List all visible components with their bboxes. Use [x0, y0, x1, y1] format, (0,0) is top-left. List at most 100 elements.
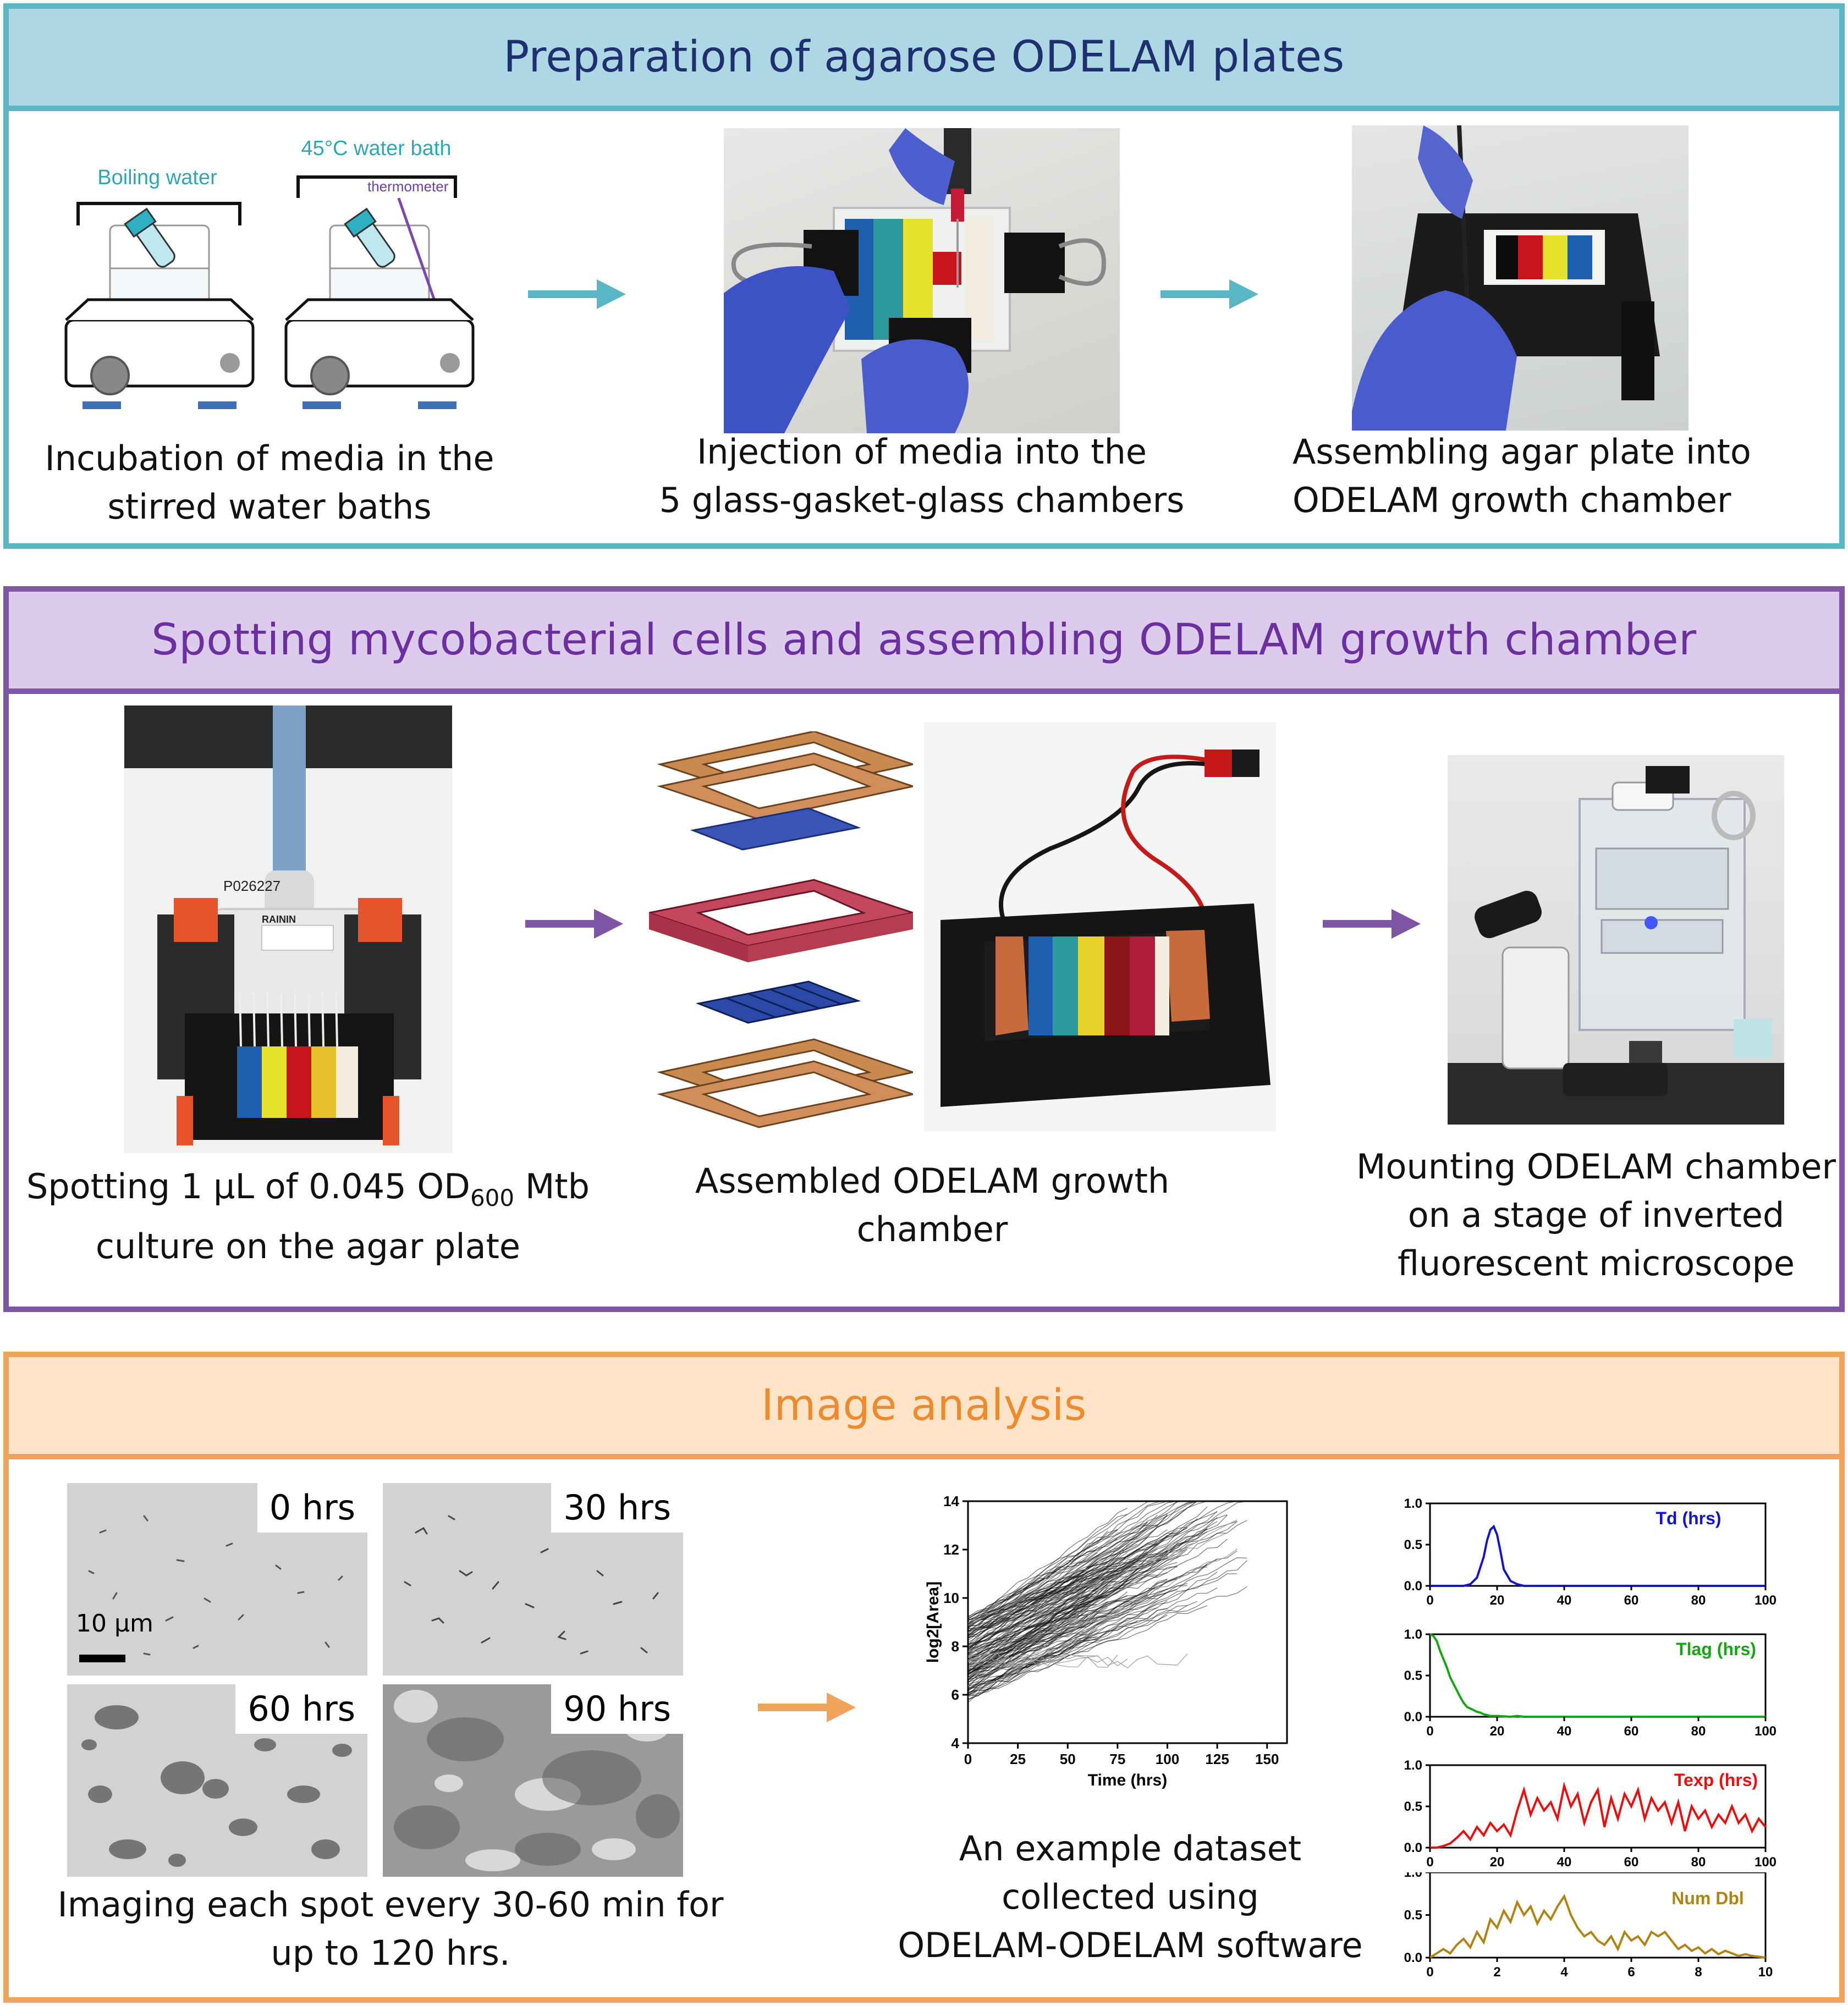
distribution-line — [1430, 1781, 1767, 1849]
water-bath-illustration: Boiling water 45°C water bath thermomete… — [64, 137, 475, 409]
td-chart-title: Td (hrs) — [1656, 1508, 1721, 1528]
caption-incubation: Incubation of media in the stirred water… — [45, 438, 494, 527]
growth-curve-line — [967, 1501, 1218, 1646]
small-y-tick-label: 0.0 — [1404, 1950, 1422, 1965]
small-y-tick-label: 0.0 — [1404, 1840, 1422, 1855]
small-plot-frame — [1429, 1872, 1767, 1959]
right-beaker — [284, 197, 475, 409]
growth-curve-line — [967, 1530, 1108, 1625]
growth-curve-line — [967, 1519, 1238, 1652]
growth-curve-line — [967, 1580, 1138, 1679]
growth-curve-line — [967, 1513, 1168, 1627]
water-bath-label: 45°C water bath — [301, 137, 452, 160]
growth-curve-line — [967, 1654, 1118, 1668]
growth-curve-line — [967, 1579, 1168, 1678]
growth-curve-line — [967, 1501, 1178, 1621]
main-ylabel: log2[Area] — [924, 1581, 942, 1663]
panel-image-analysis-header: Image analysis — [3, 1352, 1845, 1459]
small-x-tick-label: 40 — [1557, 1593, 1572, 1608]
gasket-frame-layer — [649, 879, 913, 962]
small-y-tick-label: 0.5 — [1404, 1799, 1422, 1814]
growth-curve-line — [967, 1529, 1118, 1629]
small-x-tick-label: 100 — [1755, 1593, 1777, 1608]
small-x-tick-label: 100 — [1755, 1855, 1777, 1870]
growth-curve-line — [967, 1635, 1098, 1680]
arrow-right-icon — [1323, 909, 1421, 939]
small-y-tick-label: 0.0 — [1404, 1710, 1422, 1724]
small-x-tick-label: 80 — [1691, 1855, 1706, 1870]
top-frame-layer — [657, 731, 913, 820]
caption-mounting: Mounting ODELAM chamber on a stage of in… — [1356, 1147, 1836, 1283]
growth-curve-line — [967, 1533, 1228, 1633]
arrow-right-icon — [528, 279, 626, 309]
growth-curve-line — [967, 1519, 1148, 1626]
small-x-tick-label: 80 — [1691, 1724, 1706, 1739]
small-x-tick-label: 60 — [1624, 1724, 1639, 1739]
panel-preparation-title: Preparation of agarose ODELAM plates — [503, 32, 1345, 82]
growth-curve-line — [967, 1578, 1178, 1678]
growth-curve-line — [967, 1501, 1228, 1645]
growth-curve-line — [967, 1522, 1148, 1618]
scale-bar — [79, 1655, 125, 1662]
small-x-tick-label: 8 — [1695, 1965, 1702, 1980]
small-y-tick-label: 0.5 — [1404, 1908, 1422, 1923]
main-plot-frame — [967, 1500, 1288, 1744]
thermometer-label: thermometer — [367, 178, 449, 195]
time-label-30hrs: 30 hrs — [551, 1483, 683, 1533]
small-y-tick-label: 1.0 — [1404, 1758, 1422, 1773]
pipette-brand: RAININ — [262, 914, 296, 925]
panel-preparation-header: Preparation of agarose ODELAM plates — [3, 3, 1845, 111]
growth-curve-line — [967, 1514, 1228, 1621]
small-x-tick-label: 2 — [1493, 1965, 1500, 1980]
panel-spotting-title: Spotting mycobacterial cells and assembl… — [151, 615, 1697, 665]
micrograph-30hrs: 30 hrs — [383, 1483, 683, 1676]
arrow-right-icon — [525, 909, 623, 939]
growth-curve-line — [967, 1605, 1187, 1683]
small-x-tick-label: 0 — [1426, 1855, 1433, 1870]
main-y-tick-label: 6 — [952, 1687, 959, 1703]
main-series-lines — [967, 1501, 1247, 1703]
small-x-tick-label: 40 — [1557, 1724, 1572, 1739]
small-x-tick-label: 0 — [1426, 1965, 1433, 1980]
main-y-tick-label: 14 — [943, 1493, 959, 1509]
time-label-60hrs: 60 hrs — [235, 1684, 367, 1734]
small-x-tick-label: 100 — [1755, 1724, 1777, 1739]
main-y-tick-label: 8 — [952, 1638, 959, 1655]
growth-curve-line — [967, 1501, 1238, 1650]
distribution-line — [1430, 1524, 1766, 1587]
boiling-water-label: Boiling water — [97, 166, 217, 189]
assembled-chamber-photo — [924, 722, 1276, 1132]
growth-curve-line — [967, 1587, 1108, 1670]
small-x-tick-label: 80 — [1691, 1593, 1706, 1608]
numdbl-chart-title: Num Dbl — [1671, 1888, 1744, 1908]
main-y-tick-label: 12 — [943, 1541, 959, 1558]
main-xlabel: Time (hrs) — [1088, 1771, 1167, 1789]
small-x-tick-label: 0 — [1426, 1593, 1433, 1608]
growth-curve-line — [967, 1547, 1187, 1647]
small-x-tick-label: 6 — [1627, 1965, 1635, 1980]
small-x-tick-label: 60 — [1624, 1855, 1639, 1870]
pipette-label: P026227 — [223, 878, 280, 894]
time-label-90hrs: 90 hrs — [551, 1684, 683, 1734]
panel-spotting-header: Spotting mycobacterial cells and assembl… — [3, 586, 1845, 694]
growth-curve-line — [967, 1588, 1098, 1655]
growth-curve-line — [967, 1586, 1247, 1691]
tlag-chart-title: Tlag (hrs) — [1676, 1639, 1756, 1659]
distribution-line — [1429, 1893, 1766, 1959]
growth-curve-line — [967, 1526, 1188, 1639]
main-x-tick-label: 25 — [1010, 1751, 1026, 1767]
arrow-right-icon — [758, 1693, 856, 1722]
small-x-tick-label: 20 — [1490, 1855, 1505, 1870]
growth-curve-line — [967, 1501, 1197, 1652]
small-y-tick-label: 1.0 — [1404, 1627, 1422, 1642]
small-x-tick-label: 4 — [1560, 1965, 1568, 1980]
caption-injection: Injection of media into the 5 glass-gask… — [659, 432, 1185, 520]
exploded-chamber-diagram — [649, 731, 913, 1128]
main-y-tick-label: 10 — [943, 1590, 959, 1606]
growth-curve-line — [967, 1614, 1168, 1700]
micrograph-0hrs: 0 hrs 10 µm — [67, 1483, 367, 1676]
micrograph-60hrs: 60 hrs — [67, 1684, 367, 1877]
